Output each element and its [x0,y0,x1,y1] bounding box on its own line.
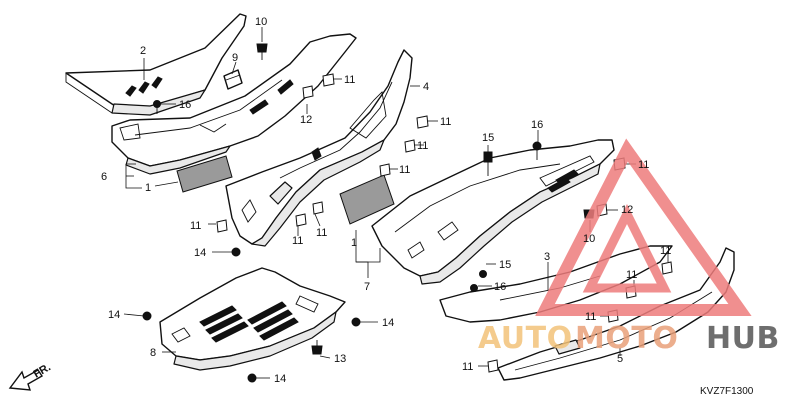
part-center-side-cover [225,49,413,247]
watermark-triangle-inner [582,203,672,293]
front-direction-label: FR. [32,361,53,380]
callout-11-l: 11 [462,361,473,373]
callout-11-i: 11 [660,245,671,257]
callout-3: 3 [544,251,550,263]
callout-6: 6 [101,171,107,183]
part-lower-left-cover [111,33,357,175]
callout-10-upper: 10 [255,16,267,28]
callout-9: 9 [232,52,238,64]
callout-11-j: 11 [626,269,637,281]
callout-14-upper: 14 [194,247,206,259]
callout-11-f: 11 [190,220,201,232]
watermark-word-hub: HUB [706,321,780,356]
callout-1-middle: 1 [351,237,357,249]
callout-8: 8 [150,347,156,359]
callout-4: 4 [423,81,429,93]
callout-7: 7 [364,281,370,293]
bolt-set-lower [142,247,361,383]
callout-5: 5 [617,353,623,365]
callout-10-right: 10 [583,233,595,245]
part-small-bracket [223,69,243,90]
callout-11-h: 11 [292,235,303,247]
bolt-lower [311,340,323,355]
callout-15-lower: 15 [499,259,511,271]
callout-14-right: 14 [382,317,394,329]
callout-16-lower: 16 [494,281,506,293]
callout-16-upper: 16 [531,119,543,131]
part-right-floor-cover [371,139,615,285]
part-floor-undercover [159,267,346,371]
callout-11-d: 11 [399,164,410,176]
callout-14-left: 14 [108,309,120,321]
watermark-word-auto: AUTO [478,321,573,356]
part-caution-label-middle [339,174,395,225]
callout-11-c: 11 [417,140,428,152]
callout-16-left: 16 [179,99,191,111]
front-direction-indicator: FR. [8,361,53,391]
callout-14-lower: 14 [274,373,286,385]
callout-11-e: 11 [638,159,649,171]
screw-upper-left [256,43,268,60]
diagram-code: KVZ7F1300 [700,386,754,397]
callout-2: 2 [140,45,146,57]
front-arrow-icon [8,369,43,391]
callout-15-upper: 15 [482,132,494,144]
watermark-logo: AUTO MOTO HUB [478,138,780,356]
callout-11-g: 11 [316,227,327,239]
callout-11-k: 11 [585,311,596,323]
callout-1-upper: 1 [145,182,151,194]
callout-12-right: 12 [621,204,633,216]
callout-13: 13 [334,353,346,365]
callout-12-left: 12 [300,114,312,126]
watermark-triangle-outer [535,138,752,316]
part-caution-label-upper [176,155,233,193]
callout-labels: 2 10 9 11 4 16 12 11 11 6 1 11 15 16 11 … [101,16,671,385]
callout-11-a: 11 [344,74,355,86]
clip-set-center [216,73,429,233]
callout-11-b: 11 [440,116,451,128]
watermark-word-moto: MOTO [575,321,678,356]
part-front-upper-cover [65,13,247,116]
